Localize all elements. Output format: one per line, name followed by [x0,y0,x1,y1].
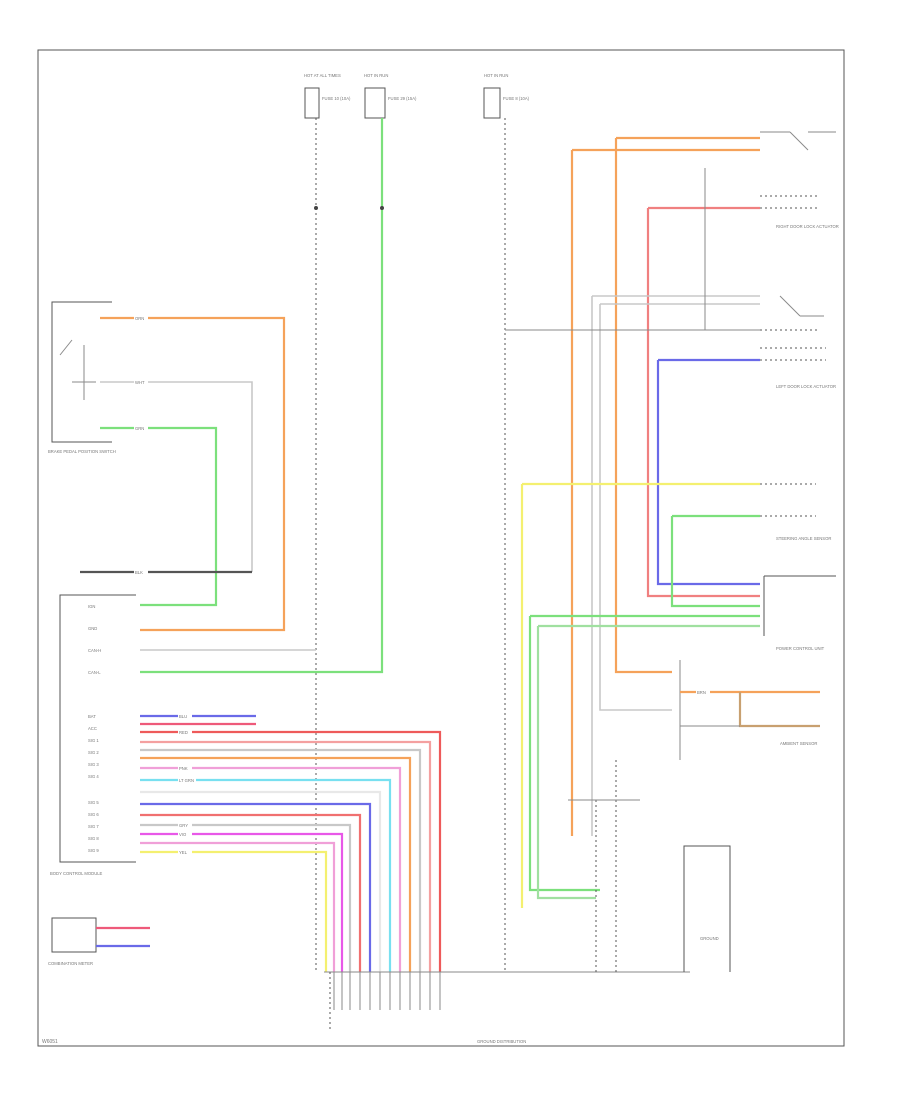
pin-label: GND [88,626,97,631]
wire-pink-1 [140,740,432,972]
wire-orange-2 [140,756,412,972]
wire-chip: BRN [697,690,706,695]
fuse-3-sub: FUSE 8 (10A) [503,96,530,101]
left-door-lock-label: LEFT DOOR LOCK ACTUATOR [776,384,836,389]
pin-label: BAT [88,714,96,719]
wire-chip: LT GRN [179,778,194,783]
diagram-id: W6051 [42,1039,58,1045]
pin-label: SIG 7 [88,824,99,829]
brake-switch: BRAKE PEDAL POSITION SWITCH [48,301,116,454]
right-door-lock-label: RIGHT DOOR LOCK ACTUATOR [776,224,839,229]
ground-pins [333,972,441,1010]
wire-chip: RED [179,730,188,735]
wire-chip: BLK [135,570,143,575]
wire-blue-vert [656,360,760,586]
wire-chip: GRN [135,426,144,431]
wire-ltgreen-vert [536,626,596,900]
wire-gray-vert-2 [599,304,672,711]
steering-sensor-label: STEERING ANGLE SENSOR [776,536,831,541]
body-control-label: BODY CONTROL MODULE [50,871,103,876]
power-control-label: POWER CONTROL UNIT [776,646,825,651]
pin-label: ACC [88,726,97,731]
ground-tail-label: GROUND [700,936,719,941]
fuse-box-1: HOT AT ALL TIMES FUSE 10 (10A) [304,73,351,972]
wire-pink-2 [140,766,402,972]
fuse-2-sub: FUSE 29 (15A) [388,96,417,101]
wire-chip: YEL [179,850,188,855]
wire-gray-2 [140,748,422,972]
diagram-frame [37,49,845,1047]
fuse-3-label: HOT IN RUN [484,73,508,78]
wire-blue-2 [140,802,372,972]
wire-label-chips: ORN GRN WHT BLK RED BLU VIO YEL PNK LT G… [134,315,710,855]
wire-yellow-1 [140,850,328,972]
wire-brown-ambient [738,692,820,728]
wire-chip: PNK [179,766,188,771]
wire-green-vert [670,516,760,608]
fuse-2-label: HOT IN RUN [364,73,388,78]
wire-magenta [140,832,344,972]
fuse-1-label: HOT AT ALL TIMES [304,73,341,78]
wire-green-lower-vert [528,616,600,892]
ambient-sensor: AMBIENT SENSOR [679,660,820,760]
brake-switch-label: BRAKE PEDAL POSITION SWITCH [48,449,116,454]
pin-label: CAN-H [88,648,101,653]
wire-red-2 [140,813,362,972]
pin-label: SIG 1 [88,738,99,743]
combination-meter-label: COMBINATION METER [48,961,93,966]
pin-label: CAN-L [88,670,101,675]
body-control-module: BODY CONTROL MODULE IGN GND CAN-H CAN-L … [50,594,136,876]
wire-orange-vert [614,138,672,674]
wire-chip: BLU [179,714,187,719]
wire-chip: GRY [179,823,188,828]
pin-label: SIG 5 [88,800,99,805]
wire-red-vert [646,208,760,598]
wire-white-2 [140,790,382,972]
wire-white [100,381,253,572]
wire-orange-brake [100,316,286,632]
wire-gray-3 [140,823,352,972]
pin-label: SIG 3 [88,762,99,767]
pin-label: IGN [88,604,95,609]
ambient-sensor-label: AMBIENT SENSOR [780,741,817,746]
wire-chip: VIO [179,832,187,837]
pin-label: SIG 4 [88,774,99,779]
bottom-label: GROUND DISTRIBUTION [477,1039,526,1044]
combination-meter: COMBINATION METER [48,917,97,966]
fuse-1-sub: FUSE 10 (10A) [322,96,351,101]
pin-label: SIG 6 [88,812,99,817]
wire-chip: ORN [135,316,144,321]
wire-red-1 [140,730,442,972]
pin-label: SIG 9 [88,848,99,853]
ground-tail: GROUND [683,845,731,972]
splice-dot [314,206,318,210]
power-control-unit: POWER CONTROL UNIT [763,575,836,651]
splice-dot [380,206,384,210]
pin-label: SIG 2 [88,750,99,755]
wire-cyan [140,778,392,972]
wire-green-ign [140,118,384,674]
wire-green-2 [100,426,218,607]
pin-label: SIG 8 [88,836,99,841]
wire-chip: WHT [135,380,145,385]
fuse-box-2: HOT IN RUN FUSE 29 (15A) [364,73,417,119]
fuse-box-3: HOT IN RUN FUSE 8 (10A) [483,73,530,119]
wire-pink-3 [140,841,336,972]
